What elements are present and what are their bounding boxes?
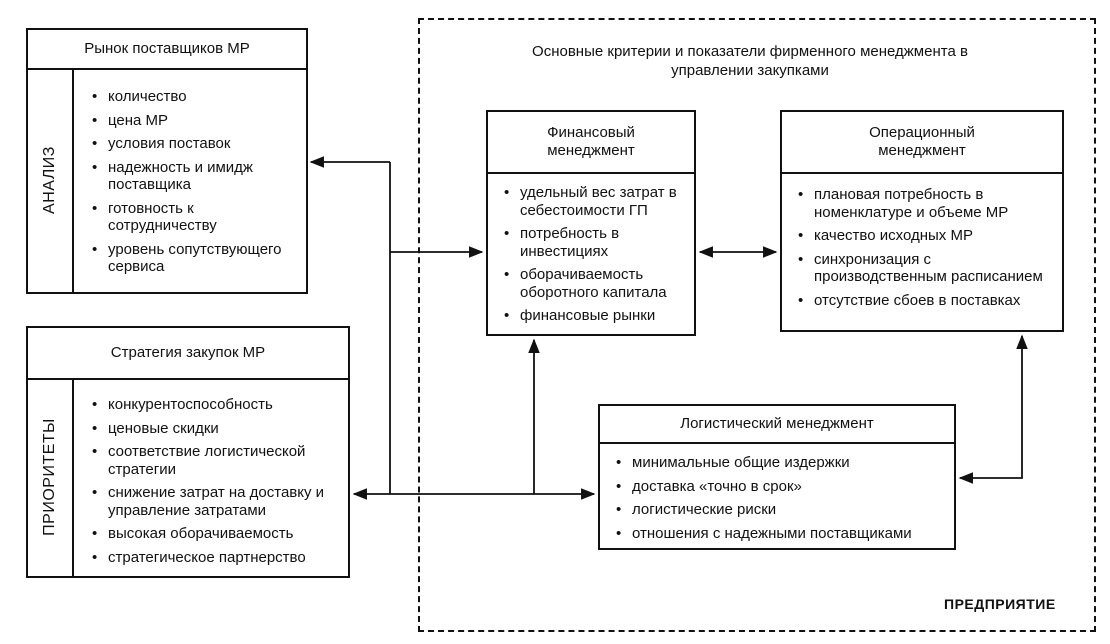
list-item: уровень сопутствующего сервиса <box>90 241 300 276</box>
procurement-strategy-title: Стратегия закупок МР <box>28 328 348 380</box>
logistic-management-box: Логистический менеджмент минимальные общ… <box>598 404 956 550</box>
list-item: удельный вес затрат в себестоимости ГП <box>502 184 690 219</box>
operational-management-title: Операционный менеджмент <box>782 112 1062 174</box>
enterprise-frame <box>418 18 1096 632</box>
priorities-side-panel: ПРИОРИТЕТЫ <box>28 378 74 576</box>
list-item: стратегическое партнерство <box>90 549 344 567</box>
list-item: высокая оборачиваемость <box>90 525 344 543</box>
list-item: финансовые рынки <box>502 307 690 325</box>
analysis-side-panel: АНАЛИЗ <box>28 68 74 292</box>
list-item: цена МР <box>90 112 300 130</box>
list-item: готовность к сотрудничеству <box>90 200 300 235</box>
supplier-market-title: Рынок поставщиков МР <box>28 30 306 70</box>
list-item: доставка «точно в срок» <box>614 478 950 496</box>
financial-management-list: удельный вес затрат в себестоимости ГП по… <box>502 184 690 331</box>
list-item: минимальные общие издержки <box>614 454 950 472</box>
list-item: конкурентоспособность <box>90 396 344 414</box>
operational-management-list: плановая потребность в номенклатуре и об… <box>796 186 1060 315</box>
list-item: качество исходных МР <box>796 227 1060 245</box>
enterprise-label: ПРЕДПРИЯТИЕ <box>944 596 1056 612</box>
financial-management-title: Финансовый менеджмент <box>488 112 694 174</box>
list-item: отсутствие сбоев в поставках <box>796 292 1060 310</box>
list-item: количество <box>90 88 300 106</box>
list-item: логистические риски <box>614 501 950 519</box>
enterprise-title: Основные критерии и показатели фирменног… <box>532 43 968 79</box>
list-item: снижение затрат на доставку и управление… <box>90 484 344 519</box>
strategy-priorities-list: конкурентоспособность ценовые скидки соотв… <box>90 396 344 572</box>
financial-management-box: Финансовый менеджмент удельный вес затра… <box>486 110 696 336</box>
list-item: соответствие логистической стратегии <box>90 443 344 478</box>
list-item: отношения с надежными поставщиками <box>614 525 950 543</box>
list-item: потребность в инвестициях <box>502 225 690 260</box>
operational-management-box: Операционный менеджмент плановая потребн… <box>780 110 1064 332</box>
supplier-market-box: Рынок поставщиков МР АНАЛИЗ количество це… <box>26 28 308 294</box>
procurement-strategy-box: Стратегия закупок МР ПРИОРИТЕТЫ конкурен… <box>26 326 350 578</box>
list-item: плановая потребность в номенклатуре и об… <box>796 186 1060 221</box>
list-item: ценовые скидки <box>90 420 344 438</box>
list-item: оборачиваемость оборотного капитала <box>502 266 690 301</box>
market-criteria-list: количество цена МР условия поставок надежно… <box>90 88 300 282</box>
list-item: условия поставок <box>90 135 300 153</box>
list-item: синхронизация с производственным расписа… <box>796 251 1060 286</box>
arrow-logistic-operational <box>958 334 1028 484</box>
list-item: надежность и имидж поставщика <box>90 159 300 194</box>
logistic-management-list: минимальные общие издержки доставка «точн… <box>614 454 950 548</box>
logistic-management-title: Логистический менеджмент <box>600 406 954 444</box>
